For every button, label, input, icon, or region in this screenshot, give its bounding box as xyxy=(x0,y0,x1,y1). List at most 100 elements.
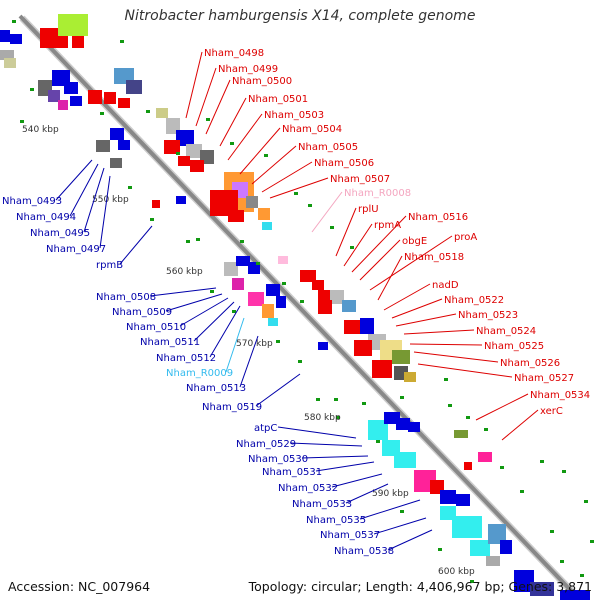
gene-block-47 xyxy=(300,270,316,282)
gene-block-51 xyxy=(342,300,356,312)
gc-dot-34 xyxy=(484,428,488,431)
gene-block-42 xyxy=(248,292,264,306)
leader-line xyxy=(417,363,513,378)
gene-label: Nham_0493 xyxy=(2,196,62,207)
leader-line xyxy=(351,215,407,273)
gc-dot-40 xyxy=(438,548,442,551)
leader-line xyxy=(331,473,383,488)
gene-block-78 xyxy=(454,430,468,438)
gene-block-71 xyxy=(456,494,470,506)
gene-label: obgE xyxy=(402,236,427,247)
gene-label: Nham_R0009 xyxy=(166,368,233,379)
gc-dot-20 xyxy=(300,300,304,303)
leader-line xyxy=(277,426,357,439)
leader-line xyxy=(311,191,343,233)
leader-line xyxy=(413,351,499,363)
leader-line xyxy=(209,305,241,358)
gene-label: Nham_0510 xyxy=(126,322,186,333)
gc-dot-24 xyxy=(276,340,280,343)
gc-dot-16 xyxy=(350,246,354,249)
leader-line xyxy=(343,223,373,267)
gene-label: Nham_0524 xyxy=(476,326,536,337)
gc-dot-4 xyxy=(100,112,104,115)
gene-label: Nham_0508 xyxy=(96,292,156,303)
gene-label: Nham_0494 xyxy=(16,212,76,223)
gene-block-80 xyxy=(464,462,472,470)
gene-block-67 xyxy=(394,452,416,468)
gene-block-18 xyxy=(118,98,130,108)
leader-line xyxy=(219,97,247,147)
gene-block-25 xyxy=(176,130,194,146)
gene-label: Nham_0516 xyxy=(408,212,468,223)
gene-label: Nham_0501 xyxy=(248,94,308,105)
leader-line xyxy=(391,298,443,319)
gene-block-58 xyxy=(354,340,372,356)
gene-label: Nham_0507 xyxy=(330,174,390,185)
gc-dot-28 xyxy=(334,398,338,401)
gene-label: Nham_0505 xyxy=(298,142,358,153)
gc-dot-43 xyxy=(562,470,566,473)
gene-label: Nham_0518 xyxy=(404,252,464,263)
leader-line xyxy=(149,287,217,297)
gene-block-41 xyxy=(232,278,244,290)
gene-label: atpC xyxy=(254,423,277,434)
genome-backbone xyxy=(18,14,582,602)
gene-label: Nham_0527 xyxy=(514,373,574,384)
leader-line xyxy=(409,343,483,346)
gene-block-23 xyxy=(156,108,168,118)
gene-label: Nham_0513 xyxy=(186,383,246,394)
gc-dot-19 xyxy=(282,282,286,285)
gene-block-86 xyxy=(278,256,288,264)
leader-line xyxy=(345,483,389,504)
gene-label: nadD xyxy=(432,280,459,291)
gene-block-84 xyxy=(152,200,160,208)
leader-line xyxy=(359,239,401,281)
leader-line xyxy=(395,313,457,327)
gc-dot-3 xyxy=(30,88,34,91)
gc-dot-36 xyxy=(520,490,524,493)
map-title: Nitrobacter hamburgensis X14, complete g… xyxy=(124,8,476,24)
gc-dot-44 xyxy=(584,500,588,503)
gene-block-3 xyxy=(0,50,14,60)
gene-block-49 xyxy=(318,290,330,300)
gc-dot-9 xyxy=(186,240,190,243)
gene-block-61 xyxy=(404,372,416,382)
gc-dot-23 xyxy=(232,310,236,313)
leader-line xyxy=(195,67,217,127)
leader-line xyxy=(269,177,329,199)
gene-block-50 xyxy=(330,290,344,304)
gene-label: Nham_0531 xyxy=(262,467,322,478)
gene-block-79 xyxy=(478,452,492,462)
accession-text: Accession: NC_007964 xyxy=(8,579,151,594)
gc-dot-18 xyxy=(256,262,260,265)
leader-line xyxy=(383,283,431,311)
gene-block-82 xyxy=(530,582,554,596)
gene-block-57 xyxy=(392,350,410,364)
gene-features xyxy=(0,14,590,600)
kbp-tick-label: 560 kbp xyxy=(166,267,203,277)
gene-label: Nham_0503 xyxy=(264,110,324,121)
gene-label: Nham_0529 xyxy=(236,439,296,450)
leader-line xyxy=(239,335,259,388)
gene-block-64 xyxy=(396,418,410,430)
gene-block-10 xyxy=(48,90,60,102)
gc-dot-37 xyxy=(550,530,554,533)
gene-block-48 xyxy=(312,280,324,290)
gene-label: Nham_0526 xyxy=(500,358,560,369)
topology-text: Topology: circular; Length: 4,406,967 bp… xyxy=(248,579,592,594)
gc-dot-5 xyxy=(146,110,150,113)
kbp-tick-label: 570 kbp xyxy=(236,339,273,349)
gene-label: Nham_0498 xyxy=(204,48,264,59)
gc-dot-14 xyxy=(308,204,312,207)
gc-dot-29 xyxy=(362,402,366,405)
gene-block-45 xyxy=(276,296,286,308)
gc-dot-17 xyxy=(240,240,244,243)
gc-dot-30 xyxy=(400,396,404,399)
gene-block-75 xyxy=(488,524,506,544)
leader-line xyxy=(373,517,427,535)
gene-block-53 xyxy=(344,320,360,334)
gc-dot-26 xyxy=(316,398,320,401)
gc-dot-1 xyxy=(12,20,16,23)
gene-label: Nham_0497 xyxy=(46,244,106,255)
